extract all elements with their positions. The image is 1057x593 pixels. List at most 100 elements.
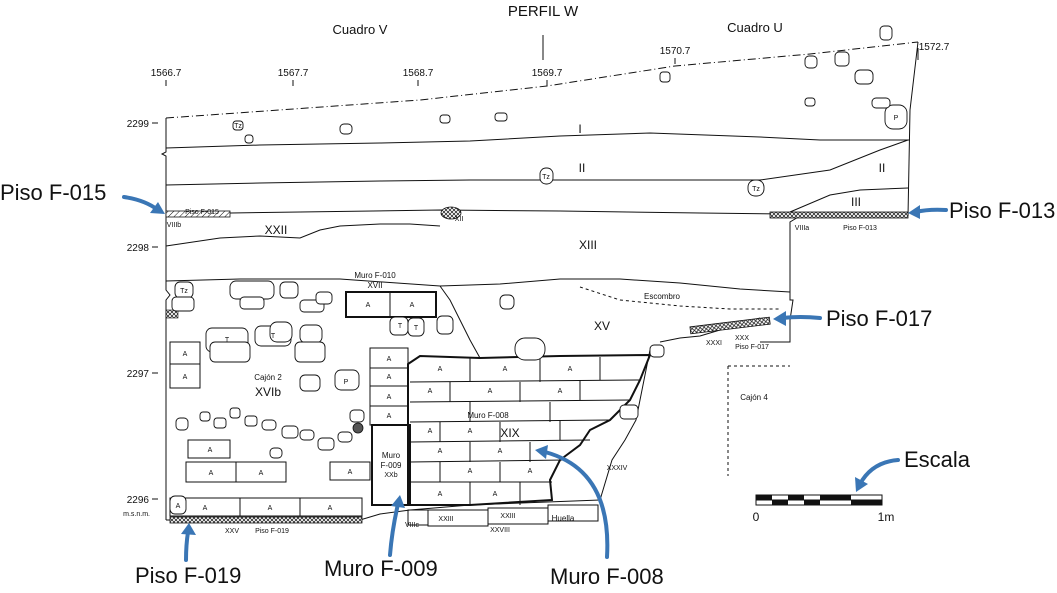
y-axis-ticks: 2299 2298 2297 2296 m.s.n.m. <box>123 119 158 518</box>
arrow-muro-f008 <box>543 450 610 559</box>
svg-text:T: T <box>398 323 403 330</box>
callout-piso-f015: Piso F-015 <box>0 180 106 205</box>
fragment-hatch <box>165 309 179 319</box>
stratum-XVII: XVII <box>367 281 382 290</box>
arrow-escala <box>858 458 900 486</box>
svg-text:A: A <box>528 468 533 475</box>
svg-text:P: P <box>344 379 349 386</box>
svg-text:A: A <box>568 366 573 373</box>
svg-text:A: A <box>366 302 371 309</box>
svg-text:A: A <box>503 366 508 373</box>
svg-text:T: T <box>271 333 276 340</box>
arrowhead-piso-f017 <box>773 311 786 326</box>
profile-left-edge <box>160 118 171 520</box>
svg-text:A: A <box>387 356 392 363</box>
stratum-XIII: XIII <box>579 238 597 252</box>
muro-f009-stack <box>369 347 409 426</box>
scale-start-label: 0 <box>753 510 760 524</box>
callout-piso-f017: Piso F-017 <box>826 306 932 331</box>
stratum-XV: XV <box>594 319 610 333</box>
arrow-piso-f017 <box>780 315 822 320</box>
svg-text:A: A <box>498 448 503 455</box>
stratum-XXIII-b: XXIII <box>500 513 515 520</box>
profile-right-edge <box>907 41 919 217</box>
arrowhead-piso-f015 <box>150 202 165 214</box>
piso-f017-small-label: Piso F-017 <box>735 344 769 351</box>
callout-muro-f009: Muro F-009 <box>324 556 438 581</box>
cuadro-v-label: Cuadro V <box>333 22 388 37</box>
boundary-ii-iii <box>789 187 909 213</box>
stratum-VIIIb: VIIIb <box>167 222 182 229</box>
svg-text:A: A <box>387 394 392 401</box>
x-tick-label: 1572.7 <box>919 42 950 53</box>
callout-arrows <box>122 195 948 562</box>
stratum-VIIIa: VIIIa <box>795 225 810 232</box>
callout-muro-f008: Muro F-008 <box>550 564 664 589</box>
boundary-floor-level <box>165 209 791 215</box>
stratum-XXIII-a: XXIII <box>438 516 453 523</box>
stratum-III: III <box>851 195 861 209</box>
svg-text:T: T <box>414 325 419 332</box>
svg-text:A: A <box>493 491 498 498</box>
cajon4-label: Cajón 4 <box>740 393 768 402</box>
svg-text:A: A <box>203 505 208 512</box>
drawing-labels: Piso F-015 Piso F-013 Piso F-017 Piso F-… <box>185 209 877 535</box>
x-tick-label: 1568.7 <box>403 68 434 79</box>
svg-text:A: A <box>488 388 493 395</box>
y-unit-label: m.s.n.m. <box>123 511 150 518</box>
boundary-xxiv <box>599 349 651 501</box>
arrow-muro-f009 <box>388 502 400 557</box>
xii-feature <box>440 206 462 220</box>
muro-f008-small-label: Muro F-008 <box>467 411 509 420</box>
x-axis-ticks: 1566.7 1567.7 1568.7 1569.7 1570.7 1572.… <box>151 42 950 86</box>
piso-f013-band <box>769 211 909 219</box>
ground-surface-line <box>165 41 919 119</box>
cajon2-blocks <box>169 341 599 527</box>
y-tick-label: 2299 <box>127 119 150 130</box>
arrow-piso-f019 <box>184 530 190 562</box>
svg-text:A: A <box>183 374 188 381</box>
arrow-piso-f013 <box>914 207 948 214</box>
y-tick-label: 2298 <box>127 243 150 254</box>
callout-piso-f019: Piso F-019 <box>135 563 241 588</box>
svg-text:Tz: Tz <box>180 288 188 295</box>
svg-text:A: A <box>410 302 415 309</box>
arrowhead-piso-f013 <box>908 205 920 219</box>
stratum-XXVIII: XXVIII <box>490 527 510 534</box>
piso-f019-small-label: Piso F-019 <box>255 528 289 535</box>
svg-text:A: A <box>268 505 273 512</box>
escombro-boundary <box>579 286 780 310</box>
muro-f010-outline <box>345 291 437 318</box>
stratum-II: II <box>579 161 586 175</box>
scale-bar: 0 1m <box>753 494 894 524</box>
svg-text:A: A <box>558 388 563 395</box>
svg-text:A: A <box>328 505 333 512</box>
stratum-XXV: XXV <box>225 528 239 535</box>
y-tick-label: 2297 <box>127 369 150 380</box>
cajon2-label: Cajón 2 <box>254 373 282 382</box>
stratum-XVIb: XVIb <box>255 385 281 399</box>
muro-f008-courses <box>409 357 641 505</box>
boundary-ii-lower <box>165 139 909 186</box>
stratum-I: I <box>578 122 581 136</box>
muro-f009-label-line1: Muro <box>382 451 401 460</box>
svg-text:A: A <box>176 503 181 510</box>
stones <box>169 25 908 515</box>
stratum-XXb: XXb <box>384 472 397 479</box>
stone-marks: Tz Tz Tz Tz T T T T P P A A A A A A A A … <box>176 115 899 512</box>
svg-text:A: A <box>428 388 433 395</box>
x-tick-label: 1569.7 <box>532 68 563 79</box>
svg-text:A: A <box>387 374 392 381</box>
arrowhead-muro-f008 <box>535 445 548 459</box>
stratum-XXXI: XXXI <box>706 340 722 347</box>
stratum-VIIIc: VIIIc <box>405 522 420 529</box>
piso-f017-band <box>689 316 771 335</box>
stratum-labels: I II II III XXII XIII XV XVII XVIb XIX X… <box>167 122 886 535</box>
boundary-xxii <box>165 223 441 247</box>
cajon4-outline <box>727 365 790 476</box>
escombro-label: Escombro <box>644 292 681 301</box>
svg-text:A: A <box>438 366 443 373</box>
stratum-XXII: XXII <box>265 223 288 237</box>
stratum-XII: XII <box>455 216 464 223</box>
